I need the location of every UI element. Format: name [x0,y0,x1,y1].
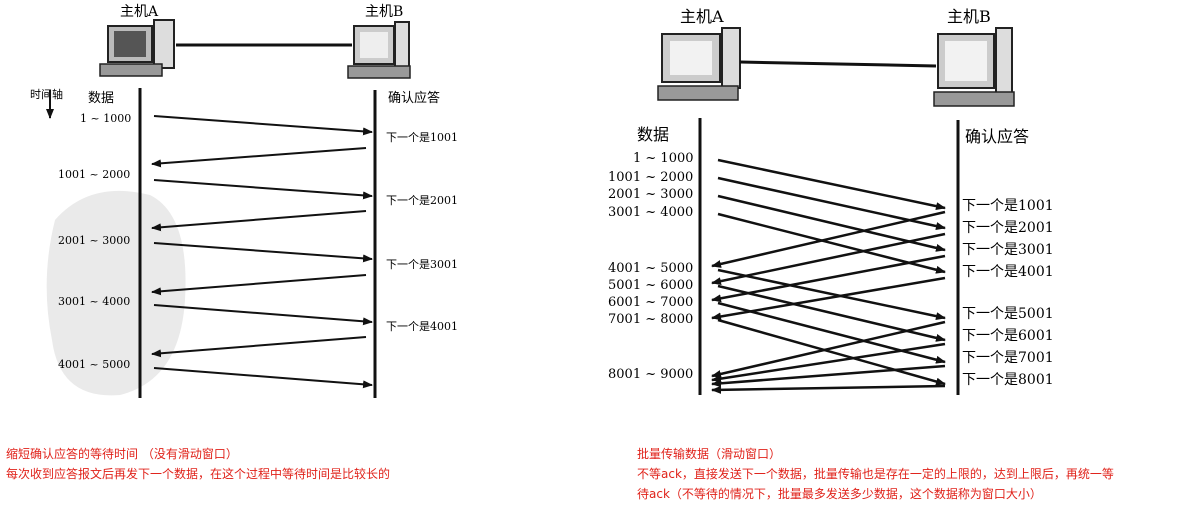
right-caption: 批量传输数据（滑动窗口） 不等ack，直接发送下一个数据，批量传输也是存在一定的… [637,444,1114,504]
data-arrow [717,318,946,386]
transmission-arrows [151,115,373,389]
segment-label: 1 ~ 1000 [633,151,694,166]
ack-label: 下一个是6001 [962,328,1054,344]
segment-label: 2001 ~ 3000 [58,234,130,247]
ack-arrow [711,320,946,378]
data-arrow [717,158,946,211]
sliding-window-diagram: 主机A 主机B 数据 确认应答 1 ~ 1000 1001 ~ 2000 200… [600,0,1070,400]
data-header: 数据 [637,125,669,144]
ack-arrow [711,364,946,388]
host-a-computer-icon [657,27,741,101]
ack-label: 下一个是2001 [386,194,458,207]
ack-label: 下一个是3001 [386,258,458,271]
data-arrow [717,301,946,364]
right-caption-desc-2: 待ack（不等待的情况下，批量最多发送多少数据，这个数据称为窗口大小） [637,487,1042,501]
data-arrow [153,304,373,326]
segment-labels: 1 ~ 1000 1001 ~ 2000 2001 ~ 3000 3001 ~ … [608,151,694,382]
ack-arrow [711,342,946,383]
stop-and-wait-diagram: 主机A 主机B 时间轴 数据 确认应答 1 ~ 1000 1001 ~ 2000… [0,0,480,400]
left-caption: 缩短确认应答的等待时间 （没有滑动窗口） 每次收到应答报文后再发下一个数据，在这… [6,444,390,484]
segment-label: 7001 ~ 8000 [608,312,693,327]
data-arrow [153,115,373,136]
data-arrow [717,268,946,321]
host-b-label: 主机B [947,7,991,26]
host-b-computer-icon [347,21,411,79]
network-link [739,60,937,68]
time-axis-label: 时间轴 [30,87,63,101]
ack-arrow [711,210,946,268]
ack-label: 下一个是1001 [962,198,1054,214]
segment-label: 2001 ~ 3000 [608,187,693,202]
ack-arrow [711,276,946,321]
left-caption-desc: 每次收到应答报文后再发下一个数据，在这个过程中等待时间是比较长的 [6,467,391,481]
ack-arrow [151,336,367,358]
ack-arrow [711,254,946,303]
segment-label: 6001 ~ 7000 [608,295,693,310]
ack-label: 下一个是4001 [962,264,1054,280]
watermark-stamp [46,190,186,396]
ack-label: 下一个是7001 [962,350,1054,366]
left-caption-title: 缩短确认应答的等待时间 （没有滑动窗口） [6,447,238,461]
ack-label: 下一个是3001 [962,242,1054,258]
ack-arrow [151,147,367,168]
data-arrow [153,367,373,389]
data-header: 数据 [88,91,114,106]
segment-label: 1001 ~ 2000 [608,170,693,185]
host-b-computer-icon [933,27,1015,107]
right-caption-desc-1: 不等ack，直接发送下一个数据，批量传输也是存在一定的上限的，达到上限后，再统一… [637,467,1114,481]
segment-label: 4001 ~ 5000 [58,358,130,371]
ack-labels: 下一个是1001 下一个是2001 下一个是3001 下一个是4001 下一个是… [962,198,1054,388]
host-a-computer-icon [99,19,175,77]
host-a-label: 主机A [120,4,159,20]
host-b-label: 主机B [365,4,403,20]
ack-label: 下一个是4001 [386,320,458,333]
segment-labels: 1 ~ 1000 1001 ~ 2000 2001 ~ 3000 3001 ~ … [58,112,131,371]
segment-label: 4001 ~ 5000 [608,261,693,276]
ack-arrow [711,232,946,286]
segment-label: 3001 ~ 4000 [58,295,130,308]
segment-label: 1001 ~ 2000 [58,168,130,181]
data-arrow [153,242,373,263]
host-a-label: 主机A [680,7,724,26]
ack-arrow [151,210,367,232]
data-arrow [153,179,373,200]
ack-header: 确认应答 [388,90,440,106]
ack-label: 下一个是8001 [962,372,1054,388]
sliding-window-svg: 主机A 主机B 数据 确认应答 1 ~ 1000 1001 ~ 2000 200… [608,7,1054,395]
ack-header: 确认应答 [965,127,1029,146]
segment-label: 1 ~ 1000 [80,112,131,125]
segment-label: 3001 ~ 4000 [608,205,693,220]
ack-arrow [711,384,946,394]
ack-arrow [151,274,367,296]
segment-label: 5001 ~ 6000 [608,278,693,293]
ack-label: 下一个是2001 [962,220,1054,236]
segment-label: 8001 ~ 9000 [608,367,693,382]
stop-and-wait-svg: 主机A 主机B 时间轴 数据 确认应答 1 ~ 1000 1001 ~ 2000… [30,4,458,398]
ack-label: 下一个是5001 [962,306,1054,322]
ack-label: 下一个是1001 [386,131,458,144]
right-caption-title: 批量传输数据（滑动窗口） [637,447,782,461]
ack-arrows [711,210,946,394]
ack-labels: 下一个是1001 下一个是2001 下一个是3001 下一个是4001 [386,131,458,333]
